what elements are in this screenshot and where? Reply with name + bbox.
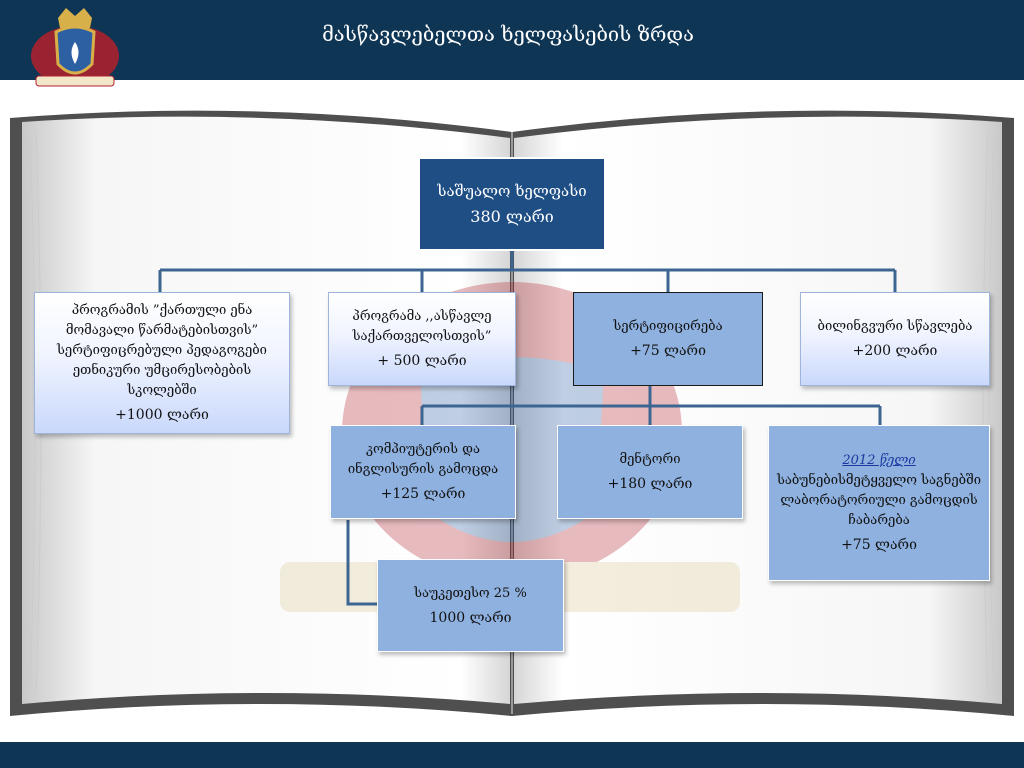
computer-english-exam-value: +125 ლარი (380, 486, 466, 502)
certification-label: სერტიფიცირება (613, 319, 723, 334)
science-lab-exam-label: საბუნებისმეტყველო საგნებში ლაბორატორიული… (776, 473, 982, 528)
georgian-language-program-box: პროგრამის ”ქართული ენა მომავალი წარმატებ… (34, 292, 290, 434)
bilingual-teaching-value: +200 ლარი (852, 343, 938, 359)
best-25-percent-value: 1000 ლარი (429, 609, 512, 626)
teach-for-georgia-label: პროგრამა ,,ასწავლე საქართველოსთვის” (352, 309, 492, 344)
page-title: მასწავლებელთა ხელფასების ზრდა (322, 22, 694, 46)
teach-for-georgia-value: + 500 ლარი (377, 353, 467, 369)
computer-english-exam-box: კომპიუტერის და ინგლისურის გამოცდა +125 ლ… (330, 425, 516, 519)
average-salary-box: საშუალო ხელფასი 380 ლარი (418, 157, 606, 251)
footer-bar (0, 742, 1024, 768)
bilingual-teaching-box: ბილინგვური სწავლება +200 ლარი (800, 292, 990, 386)
average-salary-value: 380 ლარი (470, 207, 554, 226)
teach-for-georgia-box: პროგრამა ,,ასწავლე საქართველოსთვის” + 50… (328, 292, 516, 386)
science-lab-exam-year: 2012 წელი (842, 453, 916, 468)
science-lab-exam-box: 2012 წელი საბუნებისმეტყველო საგნებში ლაბ… (768, 425, 990, 581)
mentor-box: მენტორი +180 ლარი (557, 425, 743, 519)
georgian-language-program-value: +1000 ლარი (115, 407, 209, 423)
georgian-language-program-label: პროგრამის ”ქართული ენა მომავალი წარმატებ… (57, 303, 267, 398)
best-25-percent-box: საუკეთესო 25 % 1000 ლარი (377, 559, 564, 652)
certification-box: სერტიფიცირება +75 ლარი (573, 292, 763, 386)
mentor-label: მენტორი (619, 452, 681, 467)
certification-value: +75 ლარი (630, 343, 706, 359)
average-salary-label: საშუალო ხელფასი (437, 182, 587, 200)
best-25-percent-label: საუკეთესო 25 % (414, 585, 527, 601)
bilingual-teaching-label: ბილინგვური სწავლება (817, 319, 973, 334)
header-bar (0, 0, 1024, 80)
science-lab-exam-value: +75 ლარი (841, 537, 917, 553)
mentor-value: +180 ლარი (607, 476, 693, 492)
coat-of-arms-emblem (31, 8, 119, 87)
computer-english-exam-label: კომპიუტერის და ინგლისურის გამოცდა (347, 442, 499, 477)
